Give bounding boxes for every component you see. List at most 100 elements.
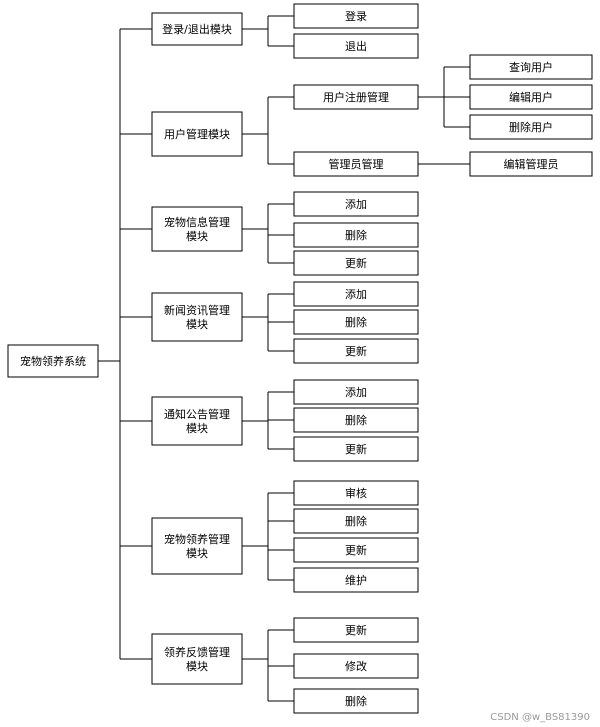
module-4-child-1-label: 添加 [345, 287, 367, 301]
module-2-child-1-sub-1-border [469, 54, 593, 80]
module-6-child-3-label: 更新 [345, 543, 367, 557]
module-2-child-2-sub-1-label: 编辑管理员 [504, 157, 559, 171]
root-system-box-label: 宠物领养系统 [20, 354, 86, 368]
module-5-child-3-label: 更新 [345, 442, 367, 456]
module-7-child-2-border [293, 653, 419, 679]
module-3-child-1-label: 添加 [345, 197, 367, 211]
module-2-child-1: 用户注册管理 [293, 84, 419, 110]
module-box-6-label: 宠物领养管理 [164, 532, 230, 546]
module-6-child-4-label: 维护 [345, 573, 367, 587]
module-5-child-1-border [293, 379, 419, 405]
module-box-5-border [151, 396, 243, 446]
module-7-child-3-border [293, 688, 419, 714]
module-box-7-label: 领养反馈管理 [164, 645, 230, 659]
module-7-child-2-label: 修改 [345, 659, 367, 673]
module-5-child-3-border [293, 436, 419, 462]
module-3-child-3: 更新 [293, 250, 419, 276]
module-6-child-2-border [293, 508, 419, 534]
module-box-3-border [151, 206, 243, 252]
module-3-child-2-border [293, 222, 419, 248]
module-6-child-1: 审核 [293, 480, 419, 506]
module-1-child-1: 登录 [293, 3, 419, 29]
module-2-child-1-sub-2: 编辑用户 [469, 84, 593, 110]
module-1-child-1-label: 登录 [345, 9, 367, 23]
module-3-child-2: 删除 [293, 222, 419, 248]
module-3-child-1-border [293, 191, 419, 217]
module-2-child-2-label: 管理员管理 [329, 157, 384, 171]
module-box-2: 用户管理模块 [151, 111, 243, 157]
module-box-5-label: 模块 [186, 422, 208, 435]
module-4-child-3: 更新 [293, 338, 419, 364]
csdn-watermark: CSDN @w_BS81390 [490, 712, 590, 723]
module-7-child-3-label: 删除 [345, 694, 367, 708]
module-6-child-4-border [293, 567, 419, 593]
module-box-3-label: 宠物信息管理 [164, 215, 230, 229]
module-box-2-label: 用户管理模块 [164, 127, 230, 141]
module-2-child-1-sub-2-label: 编辑用户 [509, 90, 553, 104]
module-6-child-4: 维护 [293, 567, 419, 593]
module-5-child-1-label: 添加 [345, 385, 367, 399]
module-5-child-2: 删除 [293, 407, 419, 433]
module-6-child-2: 删除 [293, 508, 419, 534]
module-1-child-2-border [293, 33, 419, 59]
module-2-child-1-sub-1: 查询用户 [469, 54, 593, 80]
module-4-child-1: 添加 [293, 281, 419, 307]
module-box-7-label: 模块 [186, 660, 208, 673]
module-3-child-2-label: 删除 [345, 228, 367, 242]
module-4-child-2-label: 删除 [345, 315, 367, 329]
module-4-child-3-border [293, 338, 419, 364]
module-7-child-1-border [293, 617, 419, 643]
module-2-child-2-sub-1: 编辑管理员 [469, 151, 593, 177]
module-1-child-2: 退出 [293, 33, 419, 59]
module-2-child-1-sub-2-border [469, 84, 593, 110]
module-box-1-label: 登录/退出模块 [162, 22, 232, 36]
root-system-box-border [7, 344, 99, 378]
module-4-child-1-border [293, 281, 419, 307]
module-box-6-label: 模块 [186, 547, 208, 560]
module-6-child-1-label: 审核 [345, 486, 367, 500]
module-box-3-label: 模块 [186, 230, 208, 243]
module-box-5-label: 通知公告管理 [164, 407, 230, 421]
module-6-child-1-border [293, 480, 419, 506]
module-3-child-3-label: 更新 [345, 256, 367, 270]
module-7-child-2: 修改 [293, 653, 419, 679]
module-2-child-1-sub-3-border [469, 114, 593, 140]
module-7-child-1-label: 更新 [345, 623, 367, 637]
module-box-4-label: 新闻资讯管理 [164, 303, 230, 317]
module-2-child-1-label: 用户注册管理 [323, 90, 389, 104]
module-2-child-1-sub-3-label: 删除用户 [509, 120, 553, 134]
module-box-1: 登录/退出模块 [151, 12, 243, 46]
module-1-child-1-border [293, 3, 419, 29]
module-2-child-1-border [293, 84, 419, 110]
module-1-child-2-label: 退出 [345, 39, 367, 53]
module-box-7-border [151, 633, 243, 685]
module-5-child-2-border [293, 407, 419, 433]
module-box-6-border [151, 517, 243, 575]
module-7-child-3: 删除 [293, 688, 419, 714]
root-system-box: 宠物领养系统 [7, 344, 99, 378]
module-5-child-3: 更新 [293, 436, 419, 462]
module-3-child-3-border [293, 250, 419, 276]
module-3-child-1: 添加 [293, 191, 419, 217]
module-2-child-2-sub-1-border [469, 151, 593, 177]
module-box-4-border [151, 292, 243, 342]
module-2-child-1-sub-1-label: 查询用户 [509, 60, 553, 74]
module-6-child-3: 更新 [293, 537, 419, 563]
module-2-child-2-border [293, 151, 419, 177]
module-2-child-2: 管理员管理 [293, 151, 419, 177]
module-5-child-1: 添加 [293, 379, 419, 405]
module-7-child-1: 更新 [293, 617, 419, 643]
module-4-child-2-border [293, 309, 419, 335]
module-4-child-2: 删除 [293, 309, 419, 335]
module-4-child-3-label: 更新 [345, 344, 367, 358]
module-5-child-2-label: 删除 [345, 413, 367, 427]
module-2-child-1-sub-3: 删除用户 [469, 114, 593, 140]
module-box-4-label: 模块 [186, 318, 208, 331]
module-6-child-3-border [293, 537, 419, 563]
